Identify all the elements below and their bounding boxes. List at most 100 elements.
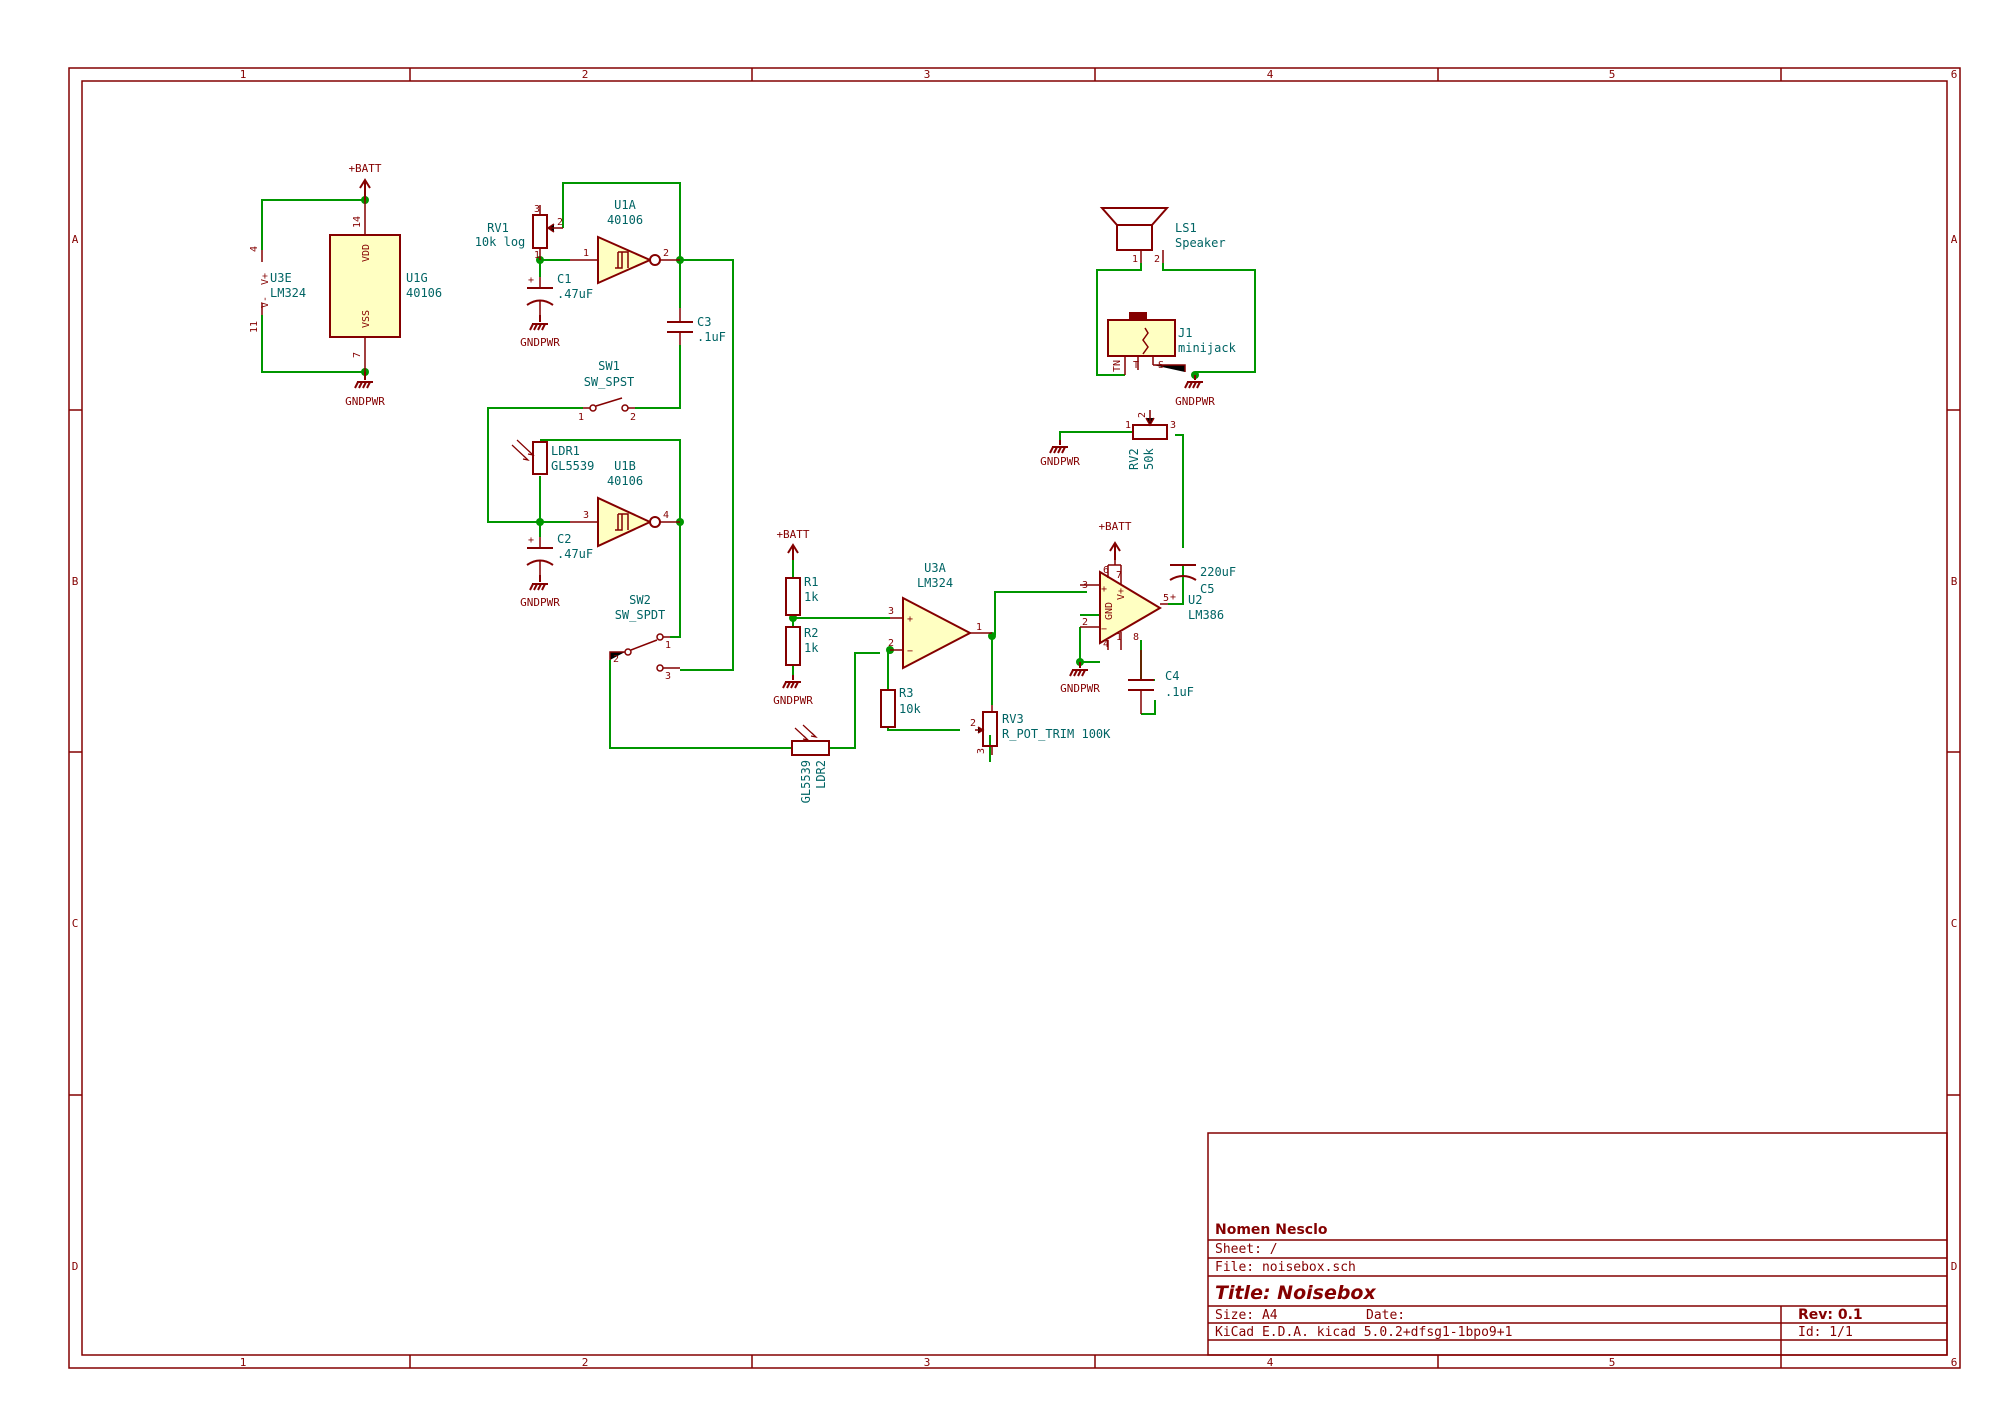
rv1-reference: RV1	[487, 221, 509, 235]
u1a-pin-2: 2	[663, 248, 669, 259]
ldr2-reference: LDR2	[814, 760, 828, 789]
title-block-tool: KiCad E.D.A. kicad 5.0.2+dfsg1-1bpo9+1	[1215, 1325, 1512, 1340]
col-label-bottom-1: 1	[240, 1356, 247, 1369]
title-block-id: Id: 1/1	[1798, 1325, 1853, 1340]
r3-value: 10k	[899, 702, 921, 716]
title-block-revision: Rev: 0.1	[1798, 1307, 1863, 1323]
c1-value: .47uF	[557, 287, 593, 301]
u2-pin-7: 7	[1116, 570, 1122, 581]
u1a-pin-1: 1	[583, 248, 589, 259]
u3a-pin-3: 3	[888, 606, 894, 617]
gnd-label: GNDPWR	[520, 596, 560, 609]
u1a-reference: U1A	[614, 198, 636, 212]
gnd-label: GNDPWR	[1040, 455, 1080, 468]
u3e-reference: U3E	[270, 271, 292, 285]
c2-value: .47uF	[557, 547, 593, 561]
ls1-value: Speaker	[1175, 236, 1226, 250]
u2-pin-3: 3	[1082, 580, 1088, 591]
c2-reference: C2	[557, 532, 571, 546]
j1-value: minijack	[1178, 341, 1237, 355]
c4-capacitor: C4 .1uF	[1128, 650, 1194, 714]
rv2-pin-3: 3	[1170, 420, 1176, 431]
ldr1-photoresistor: LDR1 GL5539	[511, 439, 594, 475]
u3e-pin-11: 11	[249, 321, 260, 333]
u2-reference: U2	[1188, 593, 1202, 607]
ls1-speaker: 1 2 LS1 Speaker	[1099, 207, 1226, 265]
gnd-label: GNDPWR	[1060, 682, 1100, 695]
rv3-pin-2: 2	[970, 718, 976, 729]
rv2-value: 50k	[1142, 448, 1156, 470]
u3e-pin-name-vminus: V-	[260, 296, 271, 308]
u1a-schmitt-inverter: 1 2 U1A 40106	[570, 198, 680, 285]
u1b-reference: U1B	[614, 459, 636, 473]
r2-resistor: R2 1k	[785, 626, 819, 666]
sw2-spdt-switch: 2 1 3 SW2 SW_SPDT	[609, 593, 680, 682]
r1-reference: R1	[804, 575, 818, 589]
rv2-potentiometer: 1 2 3 RV2 50k	[1125, 410, 1176, 470]
c3-capacitor: C3 .1uF	[667, 308, 726, 345]
rv3-reference: RV3	[1002, 712, 1024, 726]
c3-value: .1uF	[697, 330, 726, 344]
ls1-pin-1: 1	[1132, 254, 1138, 265]
title-block: Nomen Nesclo Sheet: / File: noisebox.sch…	[1207, 1132, 1948, 1356]
u2-pin-1: 1	[1116, 632, 1122, 643]
u2-pin-5: 5	[1163, 593, 1169, 604]
u1g-pin-name-vss: VSS	[361, 310, 372, 328]
power-gnd-c1: GNDPWR	[520, 315, 560, 349]
u1a-value: 40106	[607, 213, 643, 227]
r3-resistor: R3 10k	[880, 686, 921, 728]
sw2-reference: SW2	[629, 593, 651, 607]
r1-value: 1k	[804, 590, 819, 604]
rv1-value: 10k log	[475, 235, 526, 249]
col-label-bottom-4: 4	[1267, 1356, 1274, 1369]
power-batt-u2: +BATT	[1098, 520, 1132, 560]
sw2-pin-3: 3	[665, 671, 671, 682]
u3a-pin-1: 1	[976, 622, 982, 633]
row-label-left-c: C	[72, 917, 79, 930]
sw1-pin-1: 1	[578, 412, 584, 423]
u1g-value: 40106	[406, 286, 442, 300]
c5-value: 220uF	[1200, 565, 1236, 579]
u2-pin-name-gnd: GND	[1104, 602, 1115, 620]
title-block-file: File: noisebox.sch	[1215, 1260, 1356, 1275]
rv1-pin-3: 3	[534, 204, 540, 215]
sw2-value: SW_SPDT	[615, 608, 666, 622]
u3e-value: LM324	[270, 286, 306, 300]
c4-value: .1uF	[1165, 685, 1194, 699]
u2-pin-8: 8	[1133, 632, 1139, 643]
ls1-pin-2: 2	[1154, 254, 1160, 265]
wires	[261, 182, 1256, 762]
r1-resistor: R1 1k	[785, 575, 819, 616]
batt-label: +BATT	[348, 162, 381, 175]
col-label-top-6: 6	[1951, 68, 1958, 81]
c5-reference: C5	[1200, 582, 1214, 596]
gnd-label: GNDPWR	[520, 336, 560, 349]
col-label-bottom-5: 5	[1609, 1356, 1616, 1369]
power-gnd-u2: GNDPWR	[1060, 662, 1100, 695]
rv3-trim-potentiometer: 2 3 RV3 R_POT_TRIM 100K	[970, 705, 1111, 755]
title-block-date: Date:	[1366, 1308, 1405, 1323]
rv3-pin-3: 3	[976, 748, 987, 754]
c1-reference: C1	[557, 272, 571, 286]
u1g-power-unit: 14 7 VDD VSS U1G 40106	[329, 200, 442, 372]
col-label-top-5: 5	[1609, 68, 1616, 81]
rv1-pin-1: 1	[534, 250, 540, 261]
row-label-right-b: B	[1951, 575, 1958, 588]
col-label-top-2: 2	[582, 68, 589, 81]
c3-reference: C3	[697, 315, 711, 329]
row-label-left-d: D	[72, 1260, 79, 1273]
title-block-company: Nomen Nesclo	[1215, 1222, 1328, 1238]
sw2-pin-2: 2	[613, 654, 619, 665]
c1-polarity: +	[528, 275, 534, 286]
c2-polarity: +	[528, 535, 534, 546]
col-label-bottom-6: 6	[1951, 1356, 1958, 1369]
ldr1-reference: LDR1	[551, 444, 580, 458]
j1-pin-s: S	[1158, 360, 1164, 371]
col-label-top-3: 3	[924, 68, 931, 81]
u2-minus-sign: −	[1101, 624, 1107, 635]
frame-column-labels: 1 2 3 4 5 6 1 2 3 4 5 6	[240, 68, 1958, 1369]
col-label-top-4: 4	[1267, 68, 1274, 81]
rv2-pin-2: 2	[1137, 412, 1148, 418]
row-label-right-a: A	[1951, 233, 1958, 246]
